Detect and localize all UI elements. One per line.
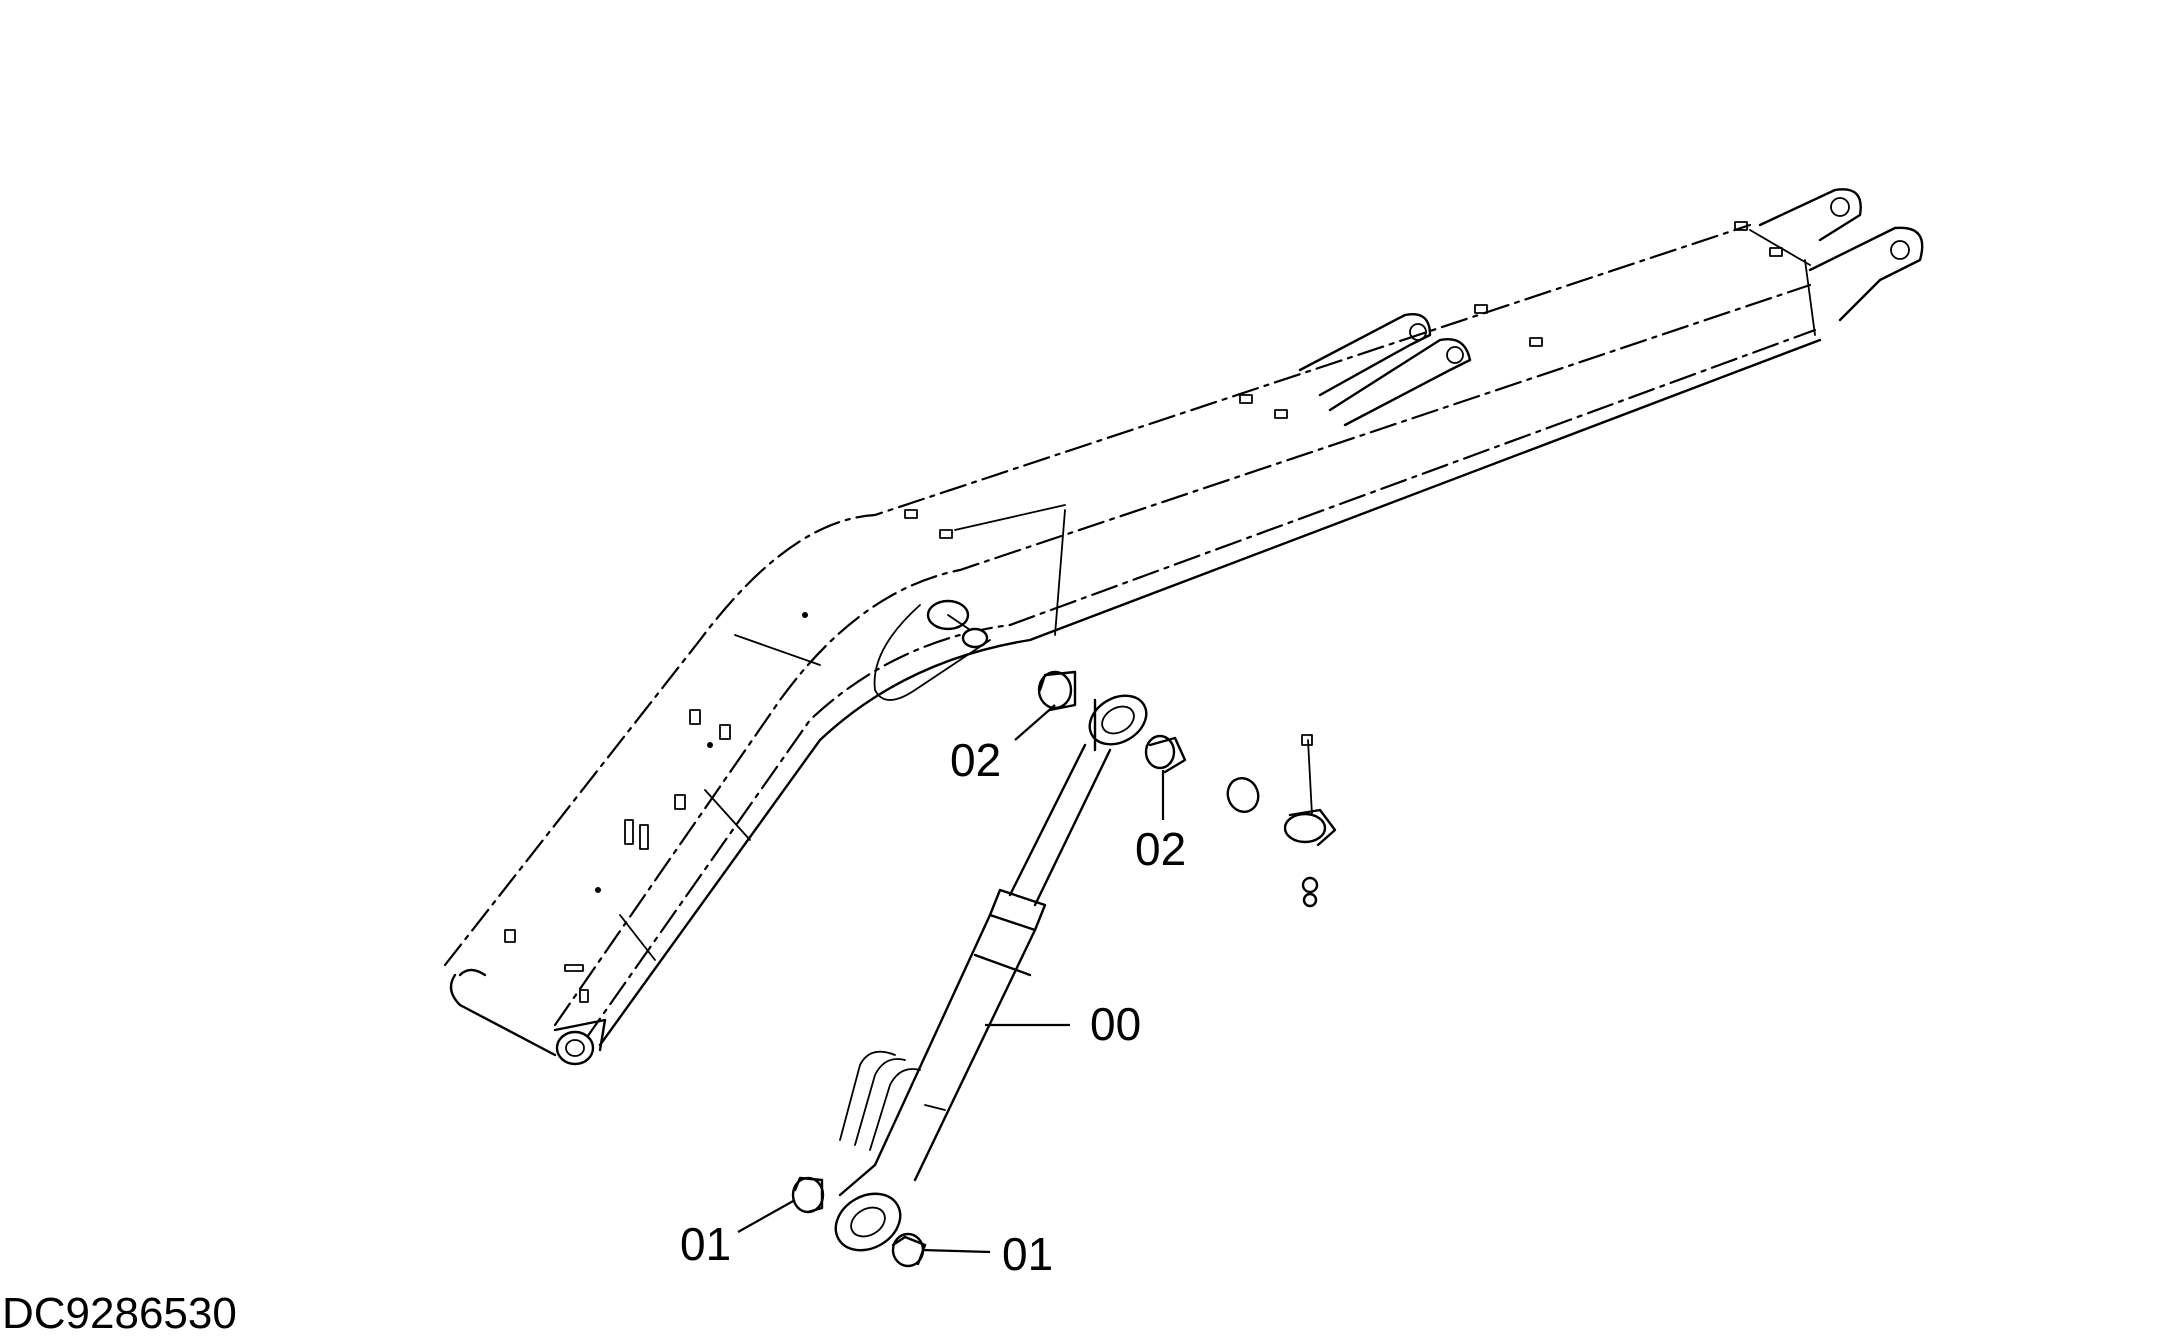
leader-01-left [737, 1199, 796, 1233]
callout-01-right: 01 [1002, 1228, 1053, 1280]
callout-00: 00 [1090, 998, 1141, 1050]
callout-02-left: 02 [950, 734, 1001, 786]
leader-02-left [1014, 704, 1056, 741]
bushing-lower-left [791, 1176, 825, 1214]
callouts: 02 02 00 01 01 [680, 704, 1186, 1280]
bushing-upper-left [1037, 670, 1077, 712]
bushing-lower-right [891, 1232, 927, 1268]
callout-02-right: 02 [1135, 823, 1186, 875]
pin-collar [1283, 734, 1337, 847]
nut-washer [1301, 876, 1319, 908]
callout-01-left: 01 [680, 1218, 731, 1270]
o-ring [1226, 777, 1260, 813]
drawing-id: DC9286530 [2, 1289, 237, 1338]
cylinder-assembly [834, 694, 1148, 1252]
bushing-upper-right [1144, 734, 1187, 774]
leader-01-right [921, 1248, 991, 1254]
boom [443, 188, 1924, 1066]
